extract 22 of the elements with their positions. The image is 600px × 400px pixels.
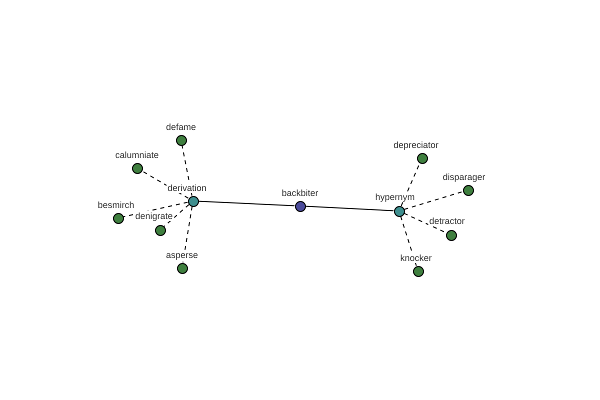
node-label: denigrate [134,211,174,221]
node-label: defame [164,122,198,132]
node-label: depreciator [392,140,440,150]
dashed-line [122,202,188,218]
node-label: calumniate [114,150,160,160]
node-label: knocker [399,253,433,263]
dashed-line [182,144,192,196]
node-label: derivation [166,183,208,193]
connector-line [305,206,394,212]
node-label: backbiter [280,188,320,198]
dashed-line [400,162,420,206]
dashed-line [141,170,189,199]
dashed-line [182,206,193,264]
dashed-line [404,212,446,234]
node-label: disparager [442,172,486,182]
node-label: asperse [164,250,200,260]
dashed-line [404,191,464,210]
node-label: detractor [428,216,466,226]
connector-line [198,200,295,206]
node-label: besmirch [96,200,136,210]
node-label: hypernym [374,192,416,202]
dashed-line [400,216,417,266]
